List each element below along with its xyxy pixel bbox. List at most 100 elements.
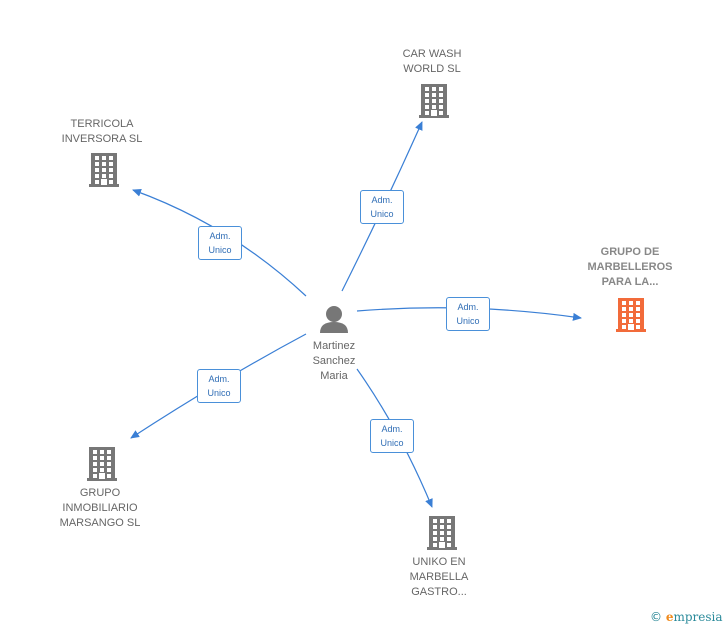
relation-label-uniko: Adm. Unico	[370, 419, 414, 453]
building-window	[432, 99, 436, 103]
building-window	[636, 307, 640, 311]
building-base	[616, 329, 646, 332]
building-base	[419, 115, 449, 118]
building-door	[101, 179, 107, 185]
building-window	[433, 543, 437, 547]
company-name-grupo-marbelleros[interactable]: GRUPO DE MARBELLEROS PARA LA...	[587, 246, 673, 288]
building-window	[107, 468, 111, 472]
building-window	[107, 474, 111, 478]
building-window	[425, 111, 429, 115]
building-window	[622, 307, 626, 311]
building-window	[629, 307, 633, 311]
building-window	[433, 537, 437, 541]
building-window	[100, 462, 104, 466]
building-window	[100, 456, 104, 460]
building-icon[interactable]	[616, 298, 646, 332]
brand-initial: e	[665, 610, 674, 624]
company-name-grupo-inmobiliario[interactable]: GRUPO INMOBILIARIO MARSANGO SL	[59, 487, 141, 529]
building-window	[447, 531, 451, 535]
building-window	[425, 87, 429, 91]
building-door	[99, 473, 105, 479]
building-window	[107, 450, 111, 454]
building-window	[109, 168, 113, 172]
building-window	[109, 174, 113, 178]
building-window	[439, 93, 443, 97]
building-window	[447, 537, 451, 541]
relation-label-grupo-inmobiliario: Adm. Unico	[197, 369, 241, 403]
building-window	[622, 325, 626, 329]
relation-label-car-wash: Adm. Unico	[360, 190, 404, 224]
building-window	[109, 162, 113, 166]
building-window	[433, 531, 437, 535]
building-window	[109, 156, 113, 160]
building-window	[440, 519, 444, 523]
building-window	[440, 531, 444, 535]
building-window	[95, 180, 99, 184]
brand-name: mpresia	[673, 610, 723, 624]
building-window	[433, 525, 437, 529]
building-window	[102, 156, 106, 160]
building-window	[629, 319, 633, 323]
building-window	[439, 87, 443, 91]
building-window	[95, 156, 99, 160]
relation-label-terricola: Adm. Unico	[198, 226, 242, 260]
building-icon[interactable]	[427, 516, 457, 550]
building-window	[425, 105, 429, 109]
building-window	[439, 99, 443, 103]
company-name-terricola[interactable]: TERRICOLA INVERSORA SL	[61, 118, 143, 145]
building-window	[93, 456, 97, 460]
building-window	[636, 313, 640, 317]
building-window	[433, 519, 437, 523]
building-window	[432, 87, 436, 91]
building-base	[427, 547, 457, 550]
building-window	[439, 105, 443, 109]
building-window	[432, 105, 436, 109]
building-window	[102, 168, 106, 172]
building-icon[interactable]	[87, 447, 117, 481]
building-window	[432, 93, 436, 97]
building-window	[102, 174, 106, 178]
building-window	[447, 525, 451, 529]
building-window	[425, 99, 429, 103]
building-window	[102, 162, 106, 166]
building-base	[87, 478, 117, 481]
relation-label-grupo-marbelleros: Adm. Unico	[446, 297, 490, 331]
building-window	[622, 313, 626, 317]
building-door	[628, 324, 634, 330]
company-name-uniko[interactable]: UNIKO EN MARBELLA GASTRO...	[409, 556, 469, 598]
building-window	[447, 519, 451, 523]
building-base	[89, 184, 119, 187]
building-window	[93, 468, 97, 472]
building-window	[93, 474, 97, 478]
building-window	[622, 319, 626, 323]
building-window	[93, 462, 97, 466]
person-name[interactable]: Martinez Sanchez Maria	[312, 340, 356, 382]
building-window	[622, 301, 626, 305]
building-window	[107, 462, 111, 466]
building-window	[107, 456, 111, 460]
person-icon[interactable]	[320, 306, 348, 333]
building-window	[95, 162, 99, 166]
building-window	[95, 174, 99, 178]
building-icon[interactable]	[419, 84, 449, 118]
building-window	[447, 543, 451, 547]
building-door	[439, 542, 445, 548]
building-icon[interactable]	[89, 153, 119, 187]
building-window	[425, 93, 429, 97]
copyright-symbol: ©	[650, 610, 662, 624]
building-window	[440, 537, 444, 541]
building-window	[100, 450, 104, 454]
building-window	[109, 180, 113, 184]
building-window	[100, 468, 104, 472]
building-door	[431, 110, 437, 116]
building-window	[636, 319, 640, 323]
building-window	[629, 313, 633, 317]
company-name-car-wash[interactable]: CAR WASH WORLD SL	[402, 48, 462, 75]
building-window	[636, 301, 640, 305]
building-window	[636, 325, 640, 329]
empresia-watermark: © empresia	[650, 610, 723, 624]
building-window	[440, 525, 444, 529]
building-window	[95, 168, 99, 172]
building-window	[93, 450, 97, 454]
